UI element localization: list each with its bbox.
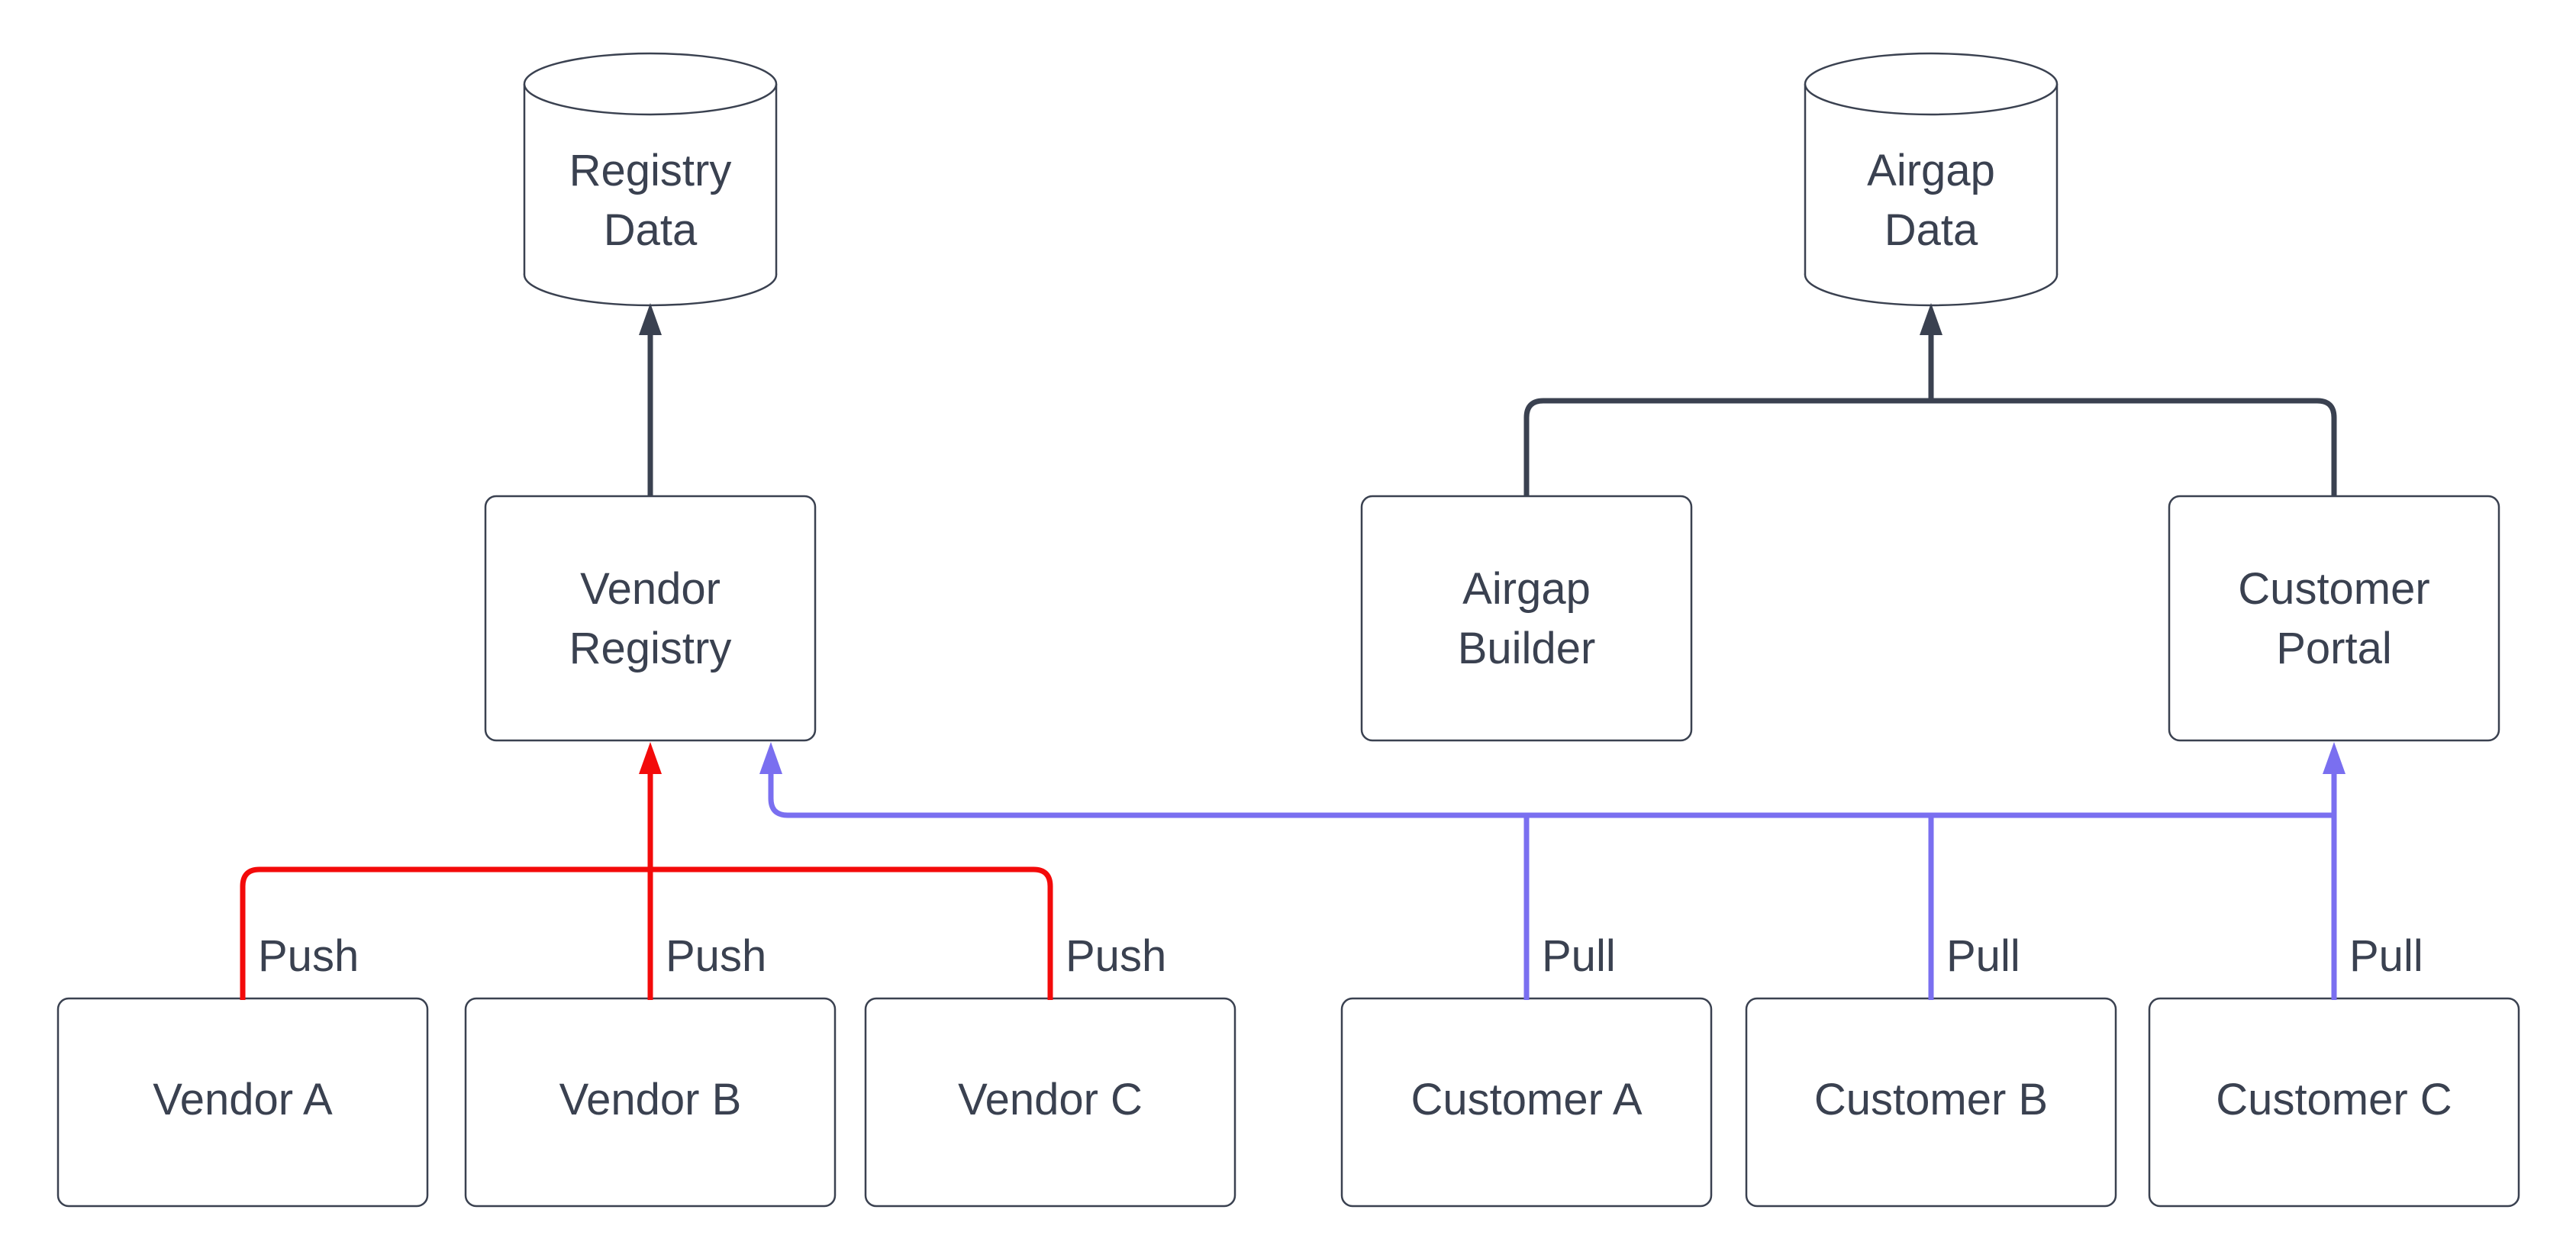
vendor-c: Vendor C: [864, 997, 1236, 1208]
customer-b-label: Customer B: [1814, 1075, 2048, 1124]
vendor-c-label-line-1: Vendor C: [958, 1075, 1143, 1124]
pull-label-c: Pull: [2349, 931, 2423, 981]
vendor-b: Vendor B: [464, 997, 837, 1208]
airgap-data-label-line-2: Data: [1884, 205, 1978, 255]
vendor-a-label-line-1: Vendor A: [153, 1075, 333, 1124]
rail-to-airgap-data-arrowhead-icon: [1920, 303, 1942, 335]
customer-a: Customer A: [1340, 997, 1713, 1208]
airgap-data-cylinder-body: [1805, 84, 2057, 275]
customer-c-pull-to-customer-portal-arrowhead-icon: [2323, 742, 2345, 774]
registry-data-label-line-1: Registry: [569, 146, 732, 195]
vendor-registry-label-line-2: Registry: [569, 624, 732, 673]
customer-b-label-line-1: Customer B: [1814, 1075, 2048, 1124]
vendor-b-label: Vendor B: [559, 1075, 742, 1124]
vendor-registry-label-line-1: Vendor: [580, 564, 721, 614]
vendor-registry-to-registry-data-arrowhead-icon: [639, 303, 662, 335]
airgap-data-label-line-1: Airgap: [1867, 146, 1995, 195]
vendor-a-label: Vendor A: [153, 1075, 333, 1124]
customer-portal-shape: [2168, 495, 2500, 742]
push-label-b: Push: [666, 931, 766, 981]
pull-label-b: Pull: [1946, 931, 2020, 981]
customer-b: Customer B: [1745, 997, 2117, 1208]
customer-a-label: Customer A: [1411, 1075, 1643, 1124]
vendor-b-label-line-1: Vendor B: [559, 1075, 742, 1124]
vendor-b-push-to-vendor-registry-arrowhead-icon: [639, 742, 662, 774]
vendor-registry-shape: [484, 495, 817, 742]
push-merge-rail-line: [240, 866, 1053, 1000]
registry-data-cylinder-body: [524, 84, 776, 275]
vendor-c-label: Vendor C: [958, 1075, 1143, 1124]
push-label-a: Push: [258, 931, 359, 981]
registry-data-cylinder-top: [523, 52, 778, 116]
pull-label-a: Pull: [1542, 931, 1616, 981]
pull-rail-to-vendor-registry-line: [768, 773, 2334, 818]
airgap-data-cylinder-top: [1804, 52, 2059, 116]
vendor-a: Vendor A: [56, 997, 429, 1208]
airgap-builder-label-line-1: Airgap: [1462, 564, 1591, 614]
airgap-builder-portal-rail-line: [1523, 398, 2337, 496]
customer-c-label: Customer C: [2216, 1075, 2452, 1124]
airgap-builder-shape: [1360, 495, 1693, 742]
customer-portal-label-line-1: Customer: [2238, 564, 2429, 614]
customer-portal-label-line-2: Portal: [2276, 624, 2392, 673]
customer-c-label-line-1: Customer C: [2216, 1075, 2452, 1124]
customer-a-label-line-1: Customer A: [1411, 1075, 1643, 1124]
pull-rail-to-vendor-registry-arrowhead-icon: [759, 742, 782, 774]
airgap-builder-label-line-2: Builder: [1458, 624, 1596, 673]
push-label-c: Push: [1066, 931, 1166, 981]
customer-c: Customer C: [2148, 997, 2520, 1208]
registry-data-label-line-2: Data: [604, 205, 698, 255]
